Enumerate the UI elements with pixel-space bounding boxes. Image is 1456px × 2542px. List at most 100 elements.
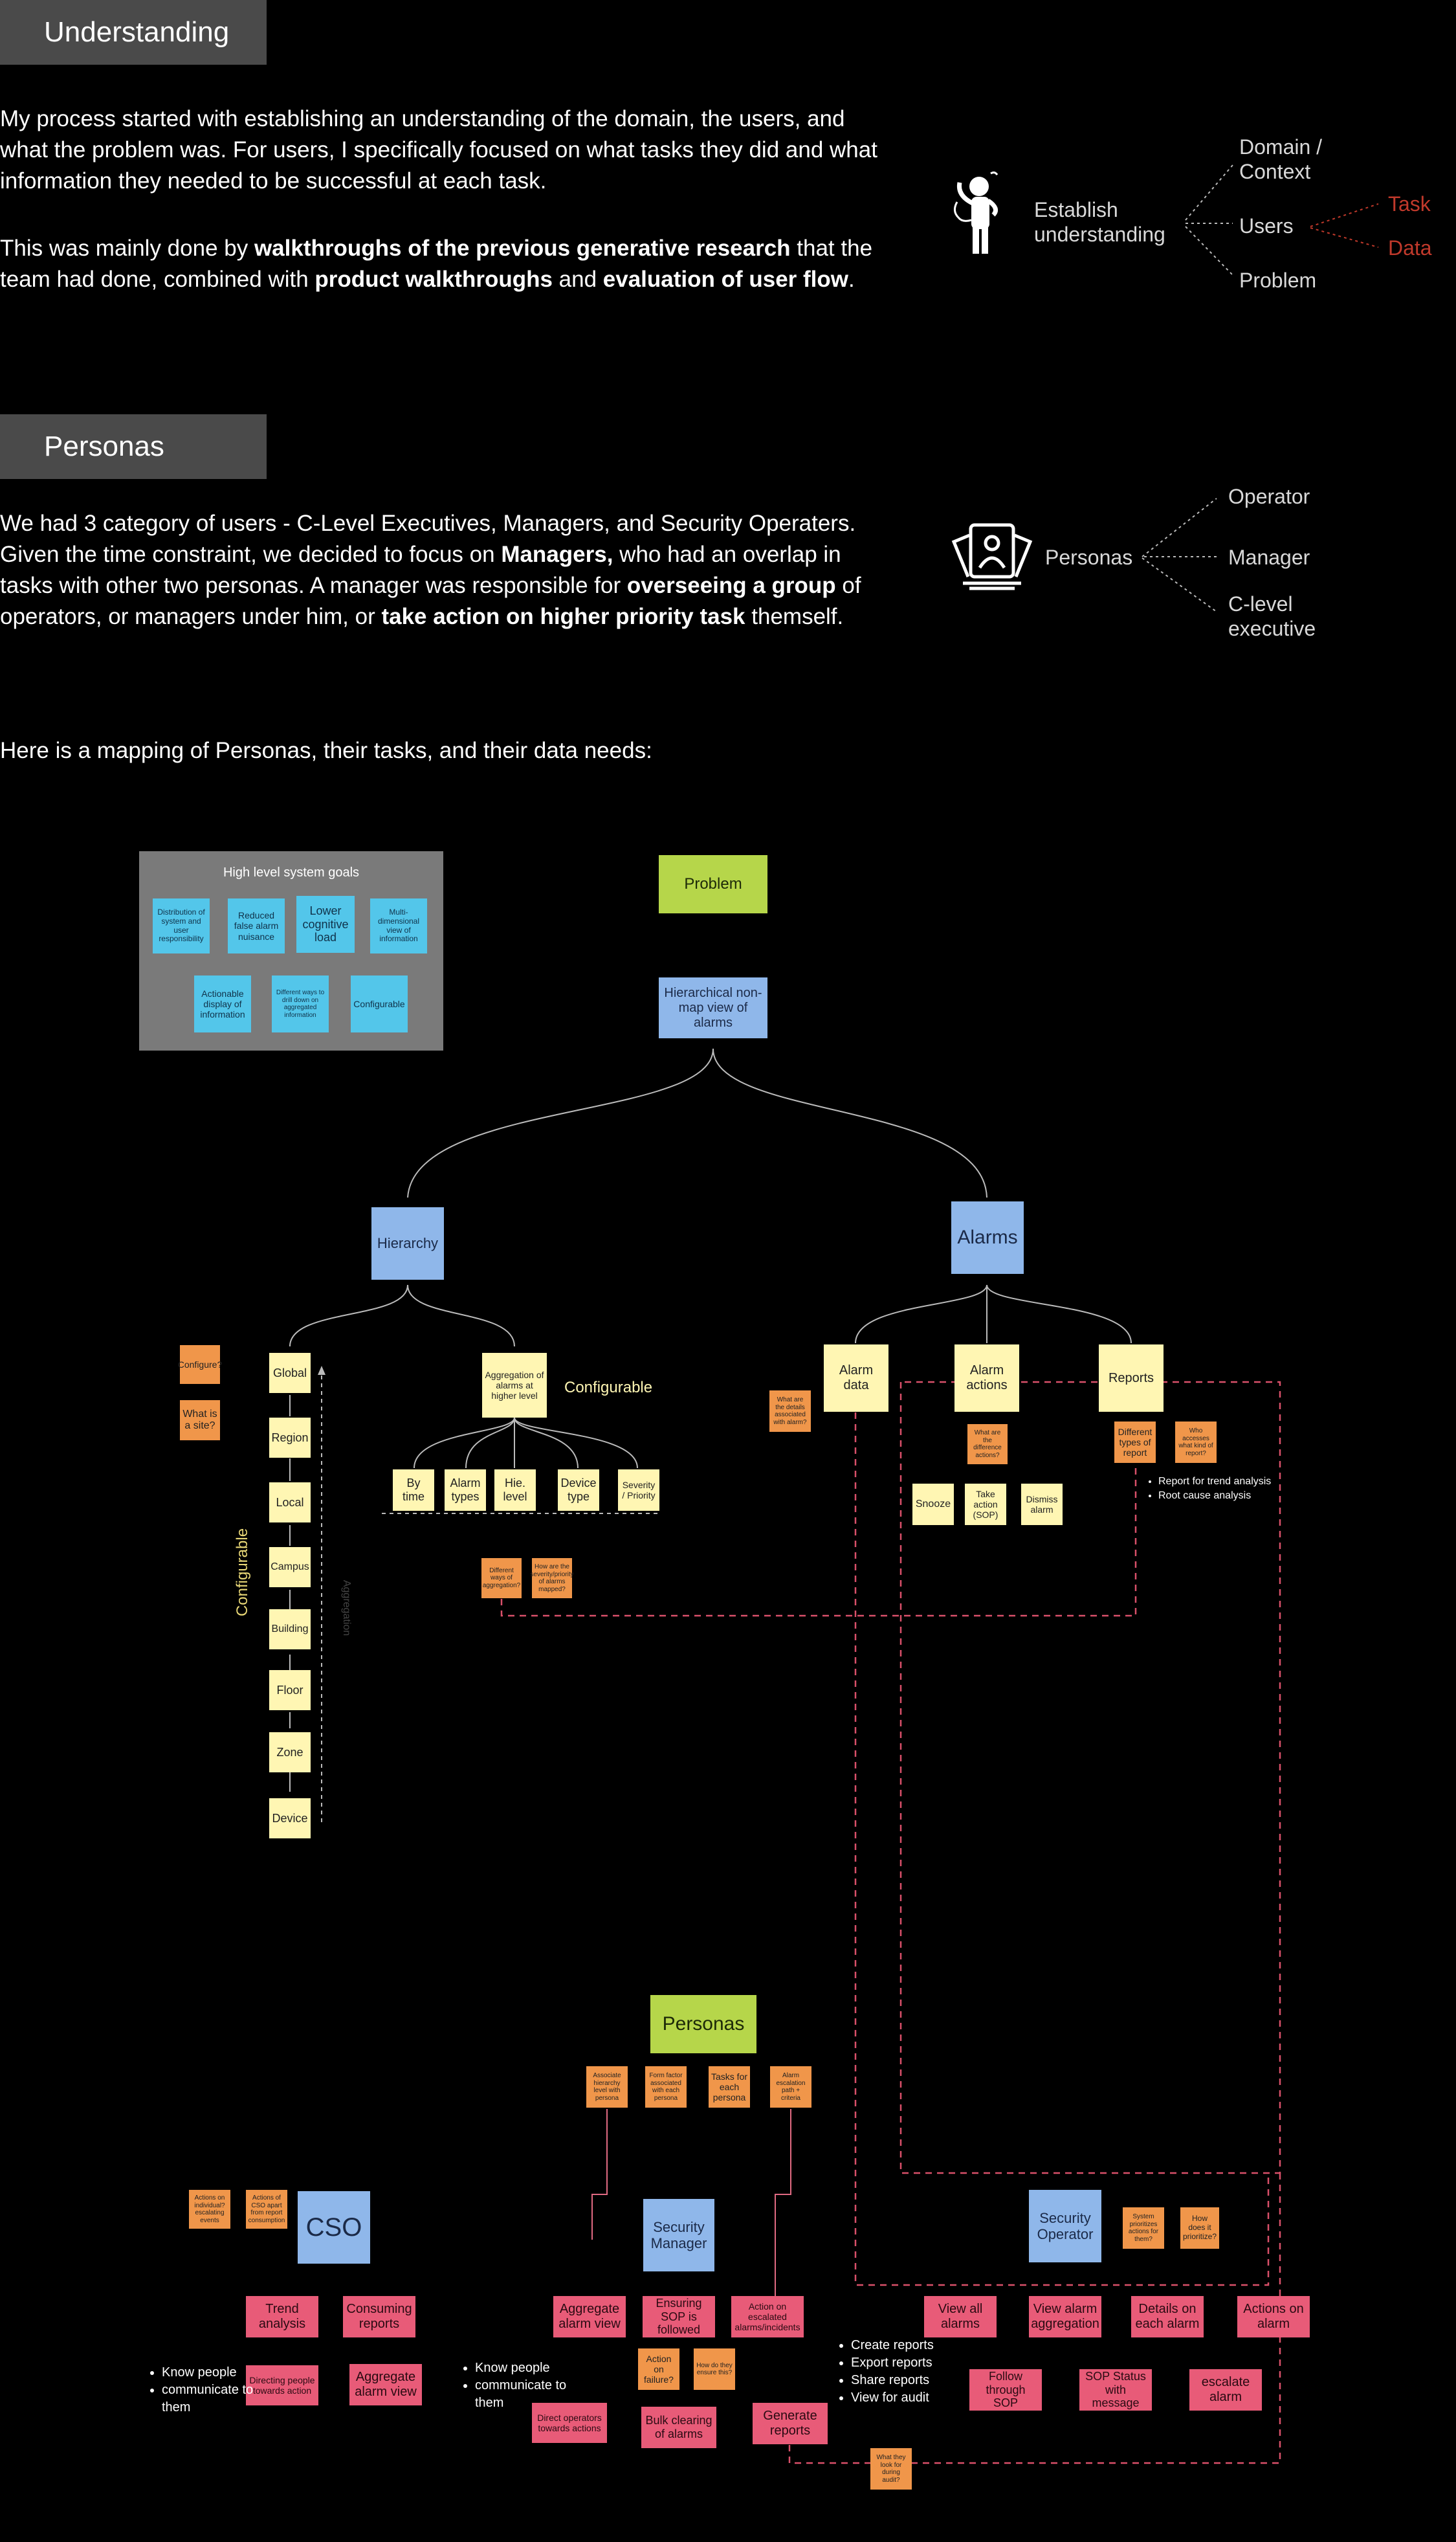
problem-label: Problem [1239, 269, 1317, 292]
security-manager-note[interactable]: Security Manager [643, 2199, 714, 2271]
manager-task-note[interactable]: Bulk clearing of alarms [641, 2407, 716, 2448]
operator-task-note[interactable]: SOP Status with message [1079, 2369, 1152, 2411]
data-label: Data [1388, 236, 1432, 260]
level-device[interactable]: Device [269, 1798, 311, 1838]
manager-task-note[interactable]: Ensuring SOP is followed [643, 2296, 715, 2337]
goal-note[interactable]: Reduced false alarm nuisance [228, 898, 285, 953]
action-take-action-sop[interactable]: Take action (SOP) [965, 1484, 1006, 1525]
system-goals-title: High level system goals [223, 865, 360, 880]
operator-task-note[interactable]: View alarm aggregation [1029, 2296, 1101, 2337]
operator-question-note[interactable]: System prioritizes actions for them? [1123, 2207, 1164, 2249]
persona-question-note[interactable]: Form factor associated with each persona [645, 2066, 687, 2108]
level-campus[interactable]: Campus [269, 1547, 311, 1587]
level-region[interactable]: Region [269, 1418, 311, 1458]
cso-task-note[interactable]: Directing people towards action [246, 2365, 318, 2405]
aggregation-vertical-label: Aggregation [341, 1579, 352, 1636]
cso-note[interactable]: CSO [298, 2191, 370, 2264]
manager-question-note[interactable]: Action on failure? [638, 2348, 679, 2390]
manager-label: Manager [1228, 546, 1310, 569]
alarm-data-note[interactable]: Alarm data [824, 1344, 888, 1412]
agg-type-alarm-types[interactable]: Alarm types [445, 1469, 486, 1511]
generate-reports-note[interactable]: Generate reports [753, 2403, 828, 2444]
cso-question-note[interactable]: Actions on individual? escalating events [189, 2190, 230, 2229]
level-local[interactable]: Local [269, 1482, 311, 1522]
level-floor[interactable]: Floor [269, 1670, 311, 1710]
security-operator-note[interactable]: Security Operator [1029, 2190, 1101, 2262]
operator-task-note[interactable]: View all alarms [924, 2296, 997, 2337]
goal-note[interactable]: Configurable [351, 976, 408, 1032]
operator-question-note[interactable]: How does it prioritize? [1180, 2207, 1219, 2249]
manager-bullet-item: Know people [475, 2359, 579, 2377]
personas-section-header: Personas [0, 414, 267, 479]
hierarchical-view-note[interactable]: Hierarchical non-map view of alarms [659, 977, 767, 1038]
report-action-item: View for audit [851, 2389, 942, 2407]
task-label: Task [1388, 192, 1431, 216]
cso-bullet-item: communicate to them [162, 2381, 265, 2416]
report-purpose-item: Root cause analysis [1158, 1489, 1271, 1503]
goal-note[interactable]: Different ways to drill down on aggregat… [272, 976, 329, 1032]
manager-task-note[interactable]: Action on escalated alarms/incidents [731, 2296, 804, 2337]
domain-context-label: Domain / Context [1239, 135, 1323, 183]
goal-note[interactable]: Actionable display of information [194, 976, 251, 1032]
operator-task-note[interactable]: Follow through SOP [969, 2369, 1042, 2411]
aggregation-note[interactable]: Aggregation of alarms at higher level [482, 1353, 547, 1418]
agg-type-severity[interactable]: Severity / Priority [618, 1469, 659, 1511]
cso-question-note[interactable]: Actions of CSO apart from report consump… [246, 2190, 287, 2229]
c-level-executive-label: C-level executive [1228, 592, 1316, 640]
goal-note[interactable]: Multi-dimensional view of information [370, 898, 427, 953]
manager-task-note[interactable]: Direct operators towards actions [532, 2403, 607, 2443]
operator-task-note[interactable]: escalate alarm [1189, 2369, 1262, 2411]
personas-cards-icon [951, 523, 1033, 590]
level-building[interactable]: Building [269, 1609, 311, 1649]
agg-type-device-type[interactable]: Device type [558, 1469, 599, 1511]
manager-task-note[interactable]: Aggregate alarm view [553, 2296, 626, 2337]
establish-understanding-label: Establish understanding [1034, 198, 1165, 246]
goal-note[interactable]: Distribution of system and user responsi… [153, 898, 210, 953]
cso-bullet-item: Know people [162, 2364, 265, 2381]
operator-task-note[interactable]: Actions on alarm [1237, 2296, 1310, 2337]
goal-note[interactable]: Lower cognitive load [296, 896, 355, 953]
level-global[interactable]: Global [269, 1353, 311, 1393]
action-snooze[interactable]: Snooze [912, 1484, 954, 1525]
report-action-item: Create reports [851, 2337, 942, 2354]
alarms-note[interactable]: Alarms [951, 1201, 1024, 1274]
report-types-note[interactable]: Different types of report [1114, 1422, 1156, 1463]
agg-type-by-time[interactable]: By time [393, 1469, 434, 1511]
understanding-paragraph-1: My process started with establishing an … [0, 106, 877, 194]
report-action-item: Export reports [851, 2354, 942, 2372]
persona-question-note[interactable]: Tasks for each persona [709, 2066, 750, 2108]
audit-question-note[interactable]: What they look for during audit? [870, 2448, 912, 2490]
cso-bullets: Know people communicate to them [148, 2364, 265, 2416]
manager-bullets: Know people communicate to them [461, 2359, 579, 2412]
report-action-item: Share reports [851, 2372, 942, 2389]
personas-paragraph-1: We had 3 category of users - C-Level Exe… [0, 511, 861, 629]
operator-task-note[interactable]: Details on each alarm [1131, 2296, 1204, 2337]
report-purpose-item: Report for trend analysis [1158, 1475, 1271, 1489]
problem-note[interactable]: Problem [659, 855, 767, 913]
hierarchy-note[interactable]: Hierarchy [371, 1207, 444, 1280]
difference-actions-note[interactable]: What are the difference actions? [967, 1424, 1008, 1464]
agg-ways-note[interactable]: Different ways of aggregation? [481, 1558, 522, 1598]
personas-note[interactable]: Personas [650, 1995, 756, 2053]
severity-mapping-note[interactable]: How are the severity/priority of alarms … [530, 1558, 574, 1598]
cso-task-note[interactable]: Aggregate alarm view [349, 2364, 422, 2405]
report-access-note[interactable]: Who accesses what kind of report? [1175, 1422, 1217, 1463]
manager-question-note[interactable]: How do they ensure this? [694, 2348, 735, 2390]
configurable-label: Configurable [564, 1379, 653, 1396]
reports-note[interactable]: Reports [1099, 1344, 1164, 1412]
report-actions-list: Create reports Export reports Share repo… [837, 2337, 942, 2407]
persona-question-note[interactable]: Alarm escalation path + criteria [770, 2066, 811, 2108]
report-purpose-list: Report for trend analysis Root cause ana… [1144, 1475, 1271, 1503]
level-zone[interactable]: Zone [269, 1732, 311, 1772]
cso-task-note[interactable]: Consuming reports [343, 2296, 415, 2337]
alarm-details-question-note[interactable]: What are the details associated with ala… [769, 1390, 811, 1432]
configure-question-note[interactable]: Configure? [178, 1345, 222, 1384]
cso-task-note[interactable]: Trend analysis [246, 2296, 318, 2337]
understanding-section-header: Understanding [0, 0, 267, 65]
action-dismiss-alarm[interactable]: Dismiss alarm [1021, 1484, 1063, 1525]
what-is-site-note[interactable]: What is a site? [180, 1400, 220, 1440]
agg-type-hie-level[interactable]: Hie. level [494, 1469, 536, 1511]
personas-diagram-label: Personas [1045, 546, 1133, 569]
persona-question-note[interactable]: Associate hierarchy level with persona [586, 2066, 628, 2108]
alarm-actions-note[interactable]: Alarm actions [954, 1344, 1019, 1412]
